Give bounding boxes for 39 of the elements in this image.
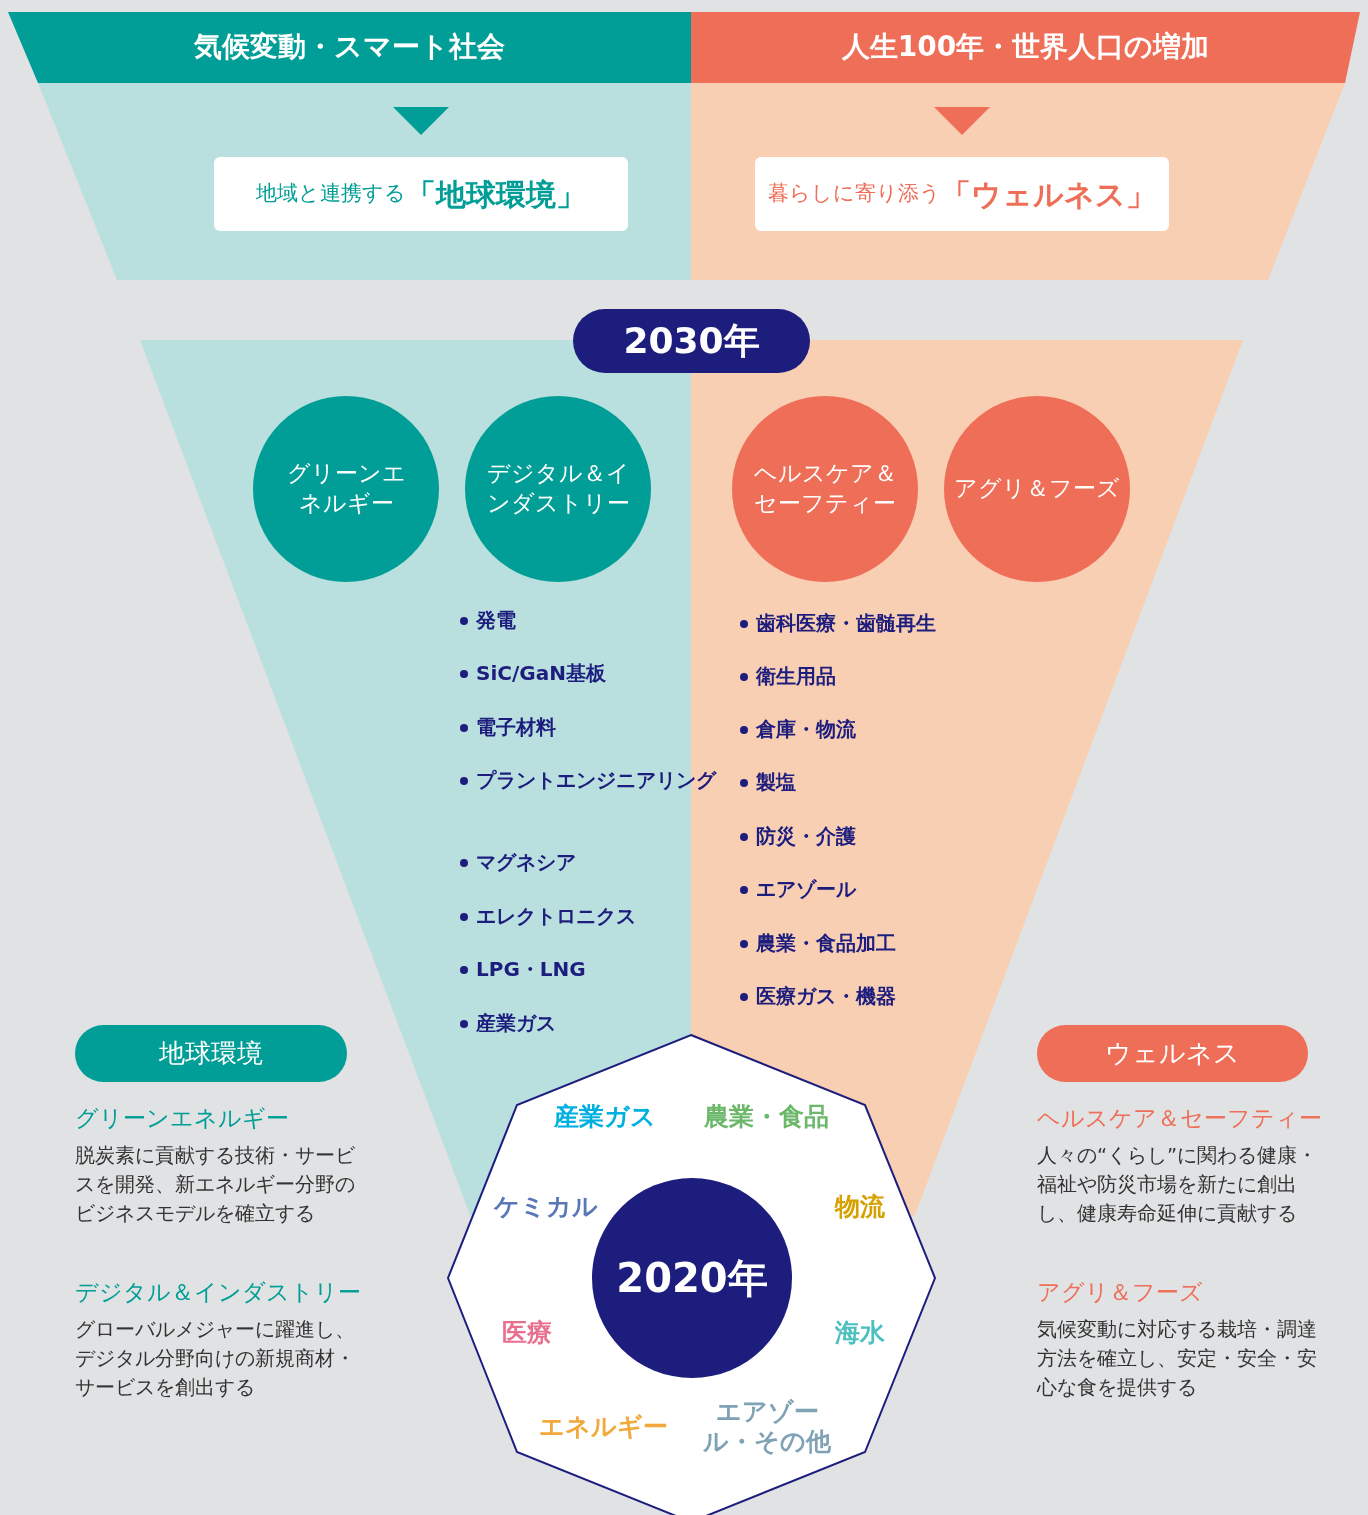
- bullet-item: 医療ガス・機器: [740, 983, 896, 1009]
- description-text: 脱炭素に貢献する技術・サービスを開発、新エネルギー分野のビジネスモデルを確立する: [75, 1143, 356, 1227]
- section-heading: デジタル＆インダストリー: [75, 1278, 361, 1306]
- category-label: エアゾール・その他: [702, 1397, 832, 1457]
- header-banner: 人生100年・世界人口の増加: [691, 12, 1360, 83]
- bullet-item: マグネシア: [460, 849, 576, 875]
- header-banner: 気候変動・スマート社会: [8, 12, 691, 83]
- bullet-item: 防災・介護: [740, 823, 856, 849]
- section-heading: アグリ＆フーズ: [1037, 1278, 1203, 1306]
- section-heading: ヘルスケア＆セーフティー: [1037, 1104, 1322, 1132]
- bullet-item: 倉庫・物流: [740, 716, 856, 742]
- message-box: 地域と連携する「地球環境」: [214, 157, 628, 231]
- bullet-item: 製塩: [740, 769, 796, 795]
- bullet-item: SiC/GaN基板: [460, 660, 606, 686]
- description-text: 気候変動に対応する栽培・調達方法を確立し、安定・安全・安心な食を提供する: [1037, 1317, 1318, 1401]
- category-label: 農業・食品: [702, 1102, 830, 1132]
- category-label: 産業ガス: [553, 1102, 657, 1132]
- bullet-item: 発電: [460, 607, 516, 633]
- year-pill: 2030年: [573, 309, 810, 373]
- description-text: グローバルメジャーに躍進し、デジタル分野向けの新規商材・サービスを創出する: [75, 1317, 356, 1401]
- bullet-item: エレクトロニクス: [460, 903, 636, 929]
- category-label: エネルギー: [537, 1412, 669, 1442]
- bullet-item: LPG・LNG: [460, 956, 586, 982]
- message-box: 暮らしに寄り添う「ウェルネス」: [755, 157, 1169, 231]
- octagon-panel: [448, 1035, 936, 1515]
- category-label: 物流: [833, 1192, 886, 1222]
- description-text: 人々の“くらし”に関わる健康・福祉や防災市場を新たに創出し、健康寿命延伸に貢献する: [1037, 1143, 1319, 1227]
- category-label: 海水: [834, 1318, 886, 1348]
- category-pill: 地球環境: [75, 1025, 347, 1082]
- bullet-item: プラントエンジニアリング: [460, 767, 716, 793]
- bullet-item: 衛生用品: [740, 663, 836, 689]
- bullet-item: エアゾール: [740, 876, 856, 902]
- category-pill: ウェルネス: [1037, 1025, 1308, 1082]
- bullet-item: 歯科医療・歯髄再生: [740, 610, 936, 636]
- section-heading: グリーンエネルギー: [75, 1104, 289, 1132]
- bullet-item: 農業・食品加工: [740, 930, 896, 956]
- bullet-item: 産業ガス: [460, 1010, 556, 1036]
- category-label: 医療: [501, 1318, 553, 1348]
- bullet-item: 電子材料: [460, 714, 556, 740]
